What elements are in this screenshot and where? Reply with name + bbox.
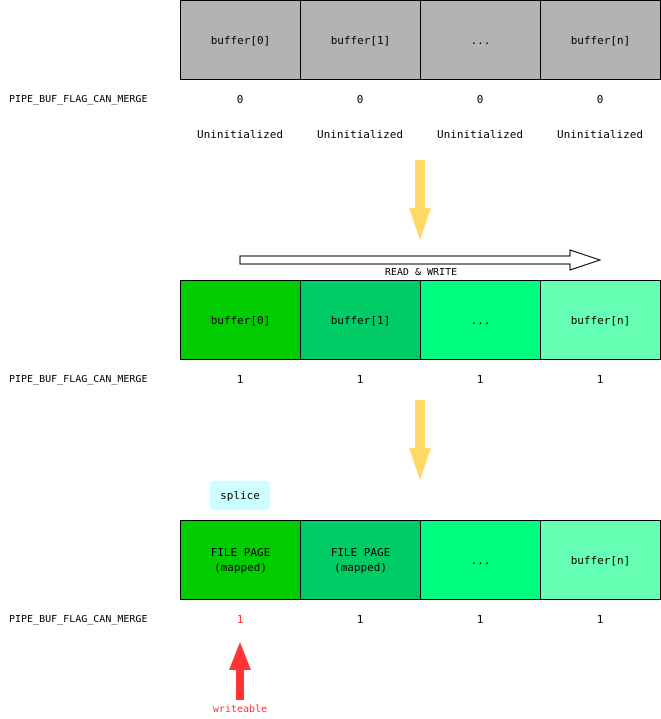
stage2-buffer-ellipsis: ...	[420, 280, 541, 360]
stage3-buffer-ellipsis-label: ...	[470, 553, 491, 567]
stage1-buffer-1: buffer[1]	[300, 0, 421, 80]
stage1-buffer-ellipsis: ...	[420, 0, 541, 80]
stage2-flag-0: 1	[236, 373, 244, 386]
stage3-file-page-1: FILE PAGE (mapped)	[300, 520, 421, 600]
stage1-flag-3: 0	[596, 93, 604, 106]
stage3-flag-3: 1	[596, 613, 604, 626]
stage1-buffer-0-label: buffer[0]	[210, 33, 271, 47]
stage1-flag-0: 0	[236, 93, 244, 106]
stage3-file-page-0-label: FILE PAGE (mapped)	[210, 546, 271, 574]
stage3-buffer-n: buffer[n]	[540, 520, 661, 600]
stage3-flag-2: 1	[476, 613, 484, 626]
writeable-label: writeable	[212, 704, 268, 715]
stage2-buffer-n-label: buffer[n]	[570, 313, 631, 327]
stage2-buffer-0-label: buffer[0]	[210, 313, 271, 327]
stage1-state-0: Uninitialized	[196, 128, 284, 141]
stage1-buffer-ellipsis-label: ...	[470, 33, 491, 47]
stage1-buffer-1-label: buffer[1]	[330, 33, 391, 47]
splice-badge: splice	[210, 481, 270, 510]
stage1-state-3: Uninitialized	[556, 128, 644, 141]
stage2-buffer-ellipsis-label: ...	[470, 313, 491, 327]
stage2-buffer-n: buffer[n]	[540, 280, 661, 360]
stage3-buffer-n-label: buffer[n]	[570, 553, 631, 567]
stage1-state-1: Uninitialized	[316, 128, 404, 141]
stage2-flag-2: 1	[476, 373, 484, 386]
stage1-buffer-n-label: buffer[n]	[570, 33, 631, 47]
stage2-buffer-0: buffer[0]	[180, 280, 301, 360]
up-arrow-icon	[229, 642, 251, 700]
stage1-state-2: Uninitialized	[436, 128, 524, 141]
stage2-flag-3: 1	[596, 373, 604, 386]
stage1-flag-1: 0	[356, 93, 364, 106]
stage2-buffer-1: buffer[1]	[300, 280, 421, 360]
stage1-buffer-0: buffer[0]	[180, 0, 301, 80]
down-arrow-icon	[409, 400, 431, 480]
stage1-buffer-n: buffer[n]	[540, 0, 661, 80]
stage2-buffer-1-label: buffer[1]	[330, 313, 391, 327]
stage3-flag-label: PIPE_BUF_FLAG_CAN_MERGE	[9, 614, 148, 625]
stage3-file-page-0: FILE PAGE (mapped)	[180, 520, 301, 600]
stage3-flag-0: 1	[236, 613, 244, 626]
stage3-file-page-1-label: FILE PAGE (mapped)	[330, 546, 391, 574]
read-write-label: READ & WRITE	[384, 267, 458, 278]
stage1-flag-label: PIPE_BUF_FLAG_CAN_MERGE	[9, 94, 148, 105]
stage1-flag-2: 0	[476, 93, 484, 106]
stage2-flag-label: PIPE_BUF_FLAG_CAN_MERGE	[9, 374, 148, 385]
down-arrow-icon	[409, 160, 431, 240]
right-arrow-icon	[239, 249, 602, 271]
stage3-buffer-ellipsis: ...	[420, 520, 541, 600]
stage2-flag-1: 1	[356, 373, 364, 386]
stage3-flag-1: 1	[356, 613, 364, 626]
